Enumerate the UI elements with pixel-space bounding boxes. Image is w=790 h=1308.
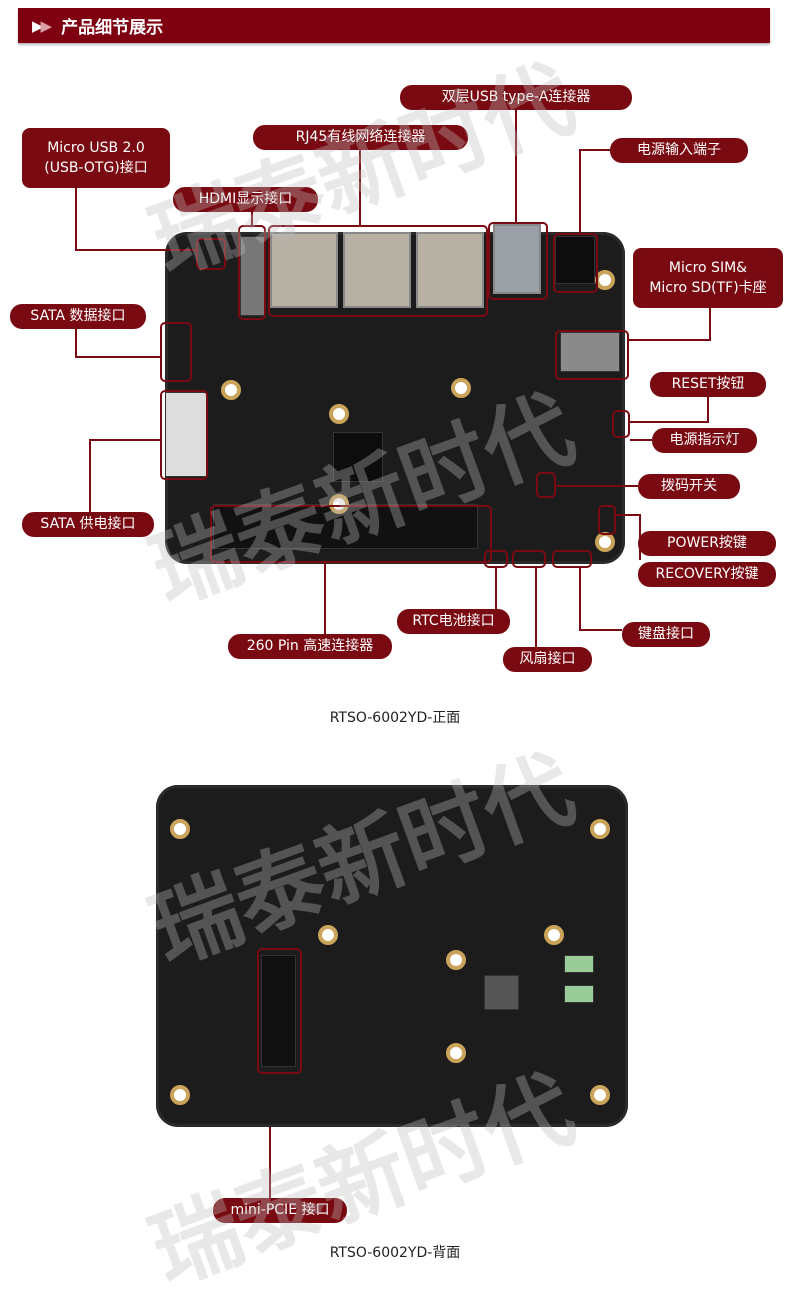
label-rj45: RJ45有线网络连接器 xyxy=(253,125,468,150)
label-260pin: 260 Pin 高速连接器 xyxy=(228,634,392,659)
front-board-image xyxy=(165,224,625,564)
label-sim-line2: Micro SD(TF)卡座 xyxy=(649,280,767,296)
label-sata-power: SATA 供电接口 xyxy=(22,512,154,537)
label-sim-sd: Micro SIM& Micro SD(TF)卡座 xyxy=(633,248,783,308)
back-board-image xyxy=(156,785,628,1127)
label-usb-a: 双层USB type-A连接器 xyxy=(400,85,632,110)
front-caption: RTSO-6002YD-正面 xyxy=(329,710,461,726)
label-rtc: RTC电池接口 xyxy=(397,609,510,634)
section-header: ▶▶ 产品细节展示 xyxy=(18,8,770,43)
label-micro-usb: Micro USB 2.0 (USB-OTG)接口 xyxy=(22,128,170,188)
label-sata-data: SATA 数据接口 xyxy=(10,304,146,329)
label-power-key: POWER按键 xyxy=(638,531,776,556)
back-caption: RTSO-6002YD-背面 xyxy=(329,1245,461,1261)
label-power-input: 电源输入端子 xyxy=(610,138,748,163)
label-fan: 风扇接口 xyxy=(503,647,592,672)
label-hdmi: HDMI显示接口 xyxy=(173,187,318,212)
label-power-led: 电源指示灯 xyxy=(652,428,757,453)
label-dip-switch: 拨码开关 xyxy=(638,474,740,499)
label-micro-usb-line1: Micro USB 2.0 xyxy=(47,139,145,156)
label-keyboard: 键盘接口 xyxy=(622,622,710,647)
section-title: 产品细节展示 xyxy=(61,18,164,38)
label-sim-line1: Micro SIM& xyxy=(668,259,748,276)
label-recovery-key: RECOVERY按键 xyxy=(638,562,776,587)
double-arrow-icon: ▶▶ xyxy=(32,16,52,35)
label-reset: RESET按钮 xyxy=(650,372,766,397)
callout-lines xyxy=(75,110,711,1198)
label-minipcie: mini-PCIE 接口 xyxy=(213,1198,347,1223)
label-micro-usb-line2: (USB-OTG)接口 xyxy=(44,160,148,176)
